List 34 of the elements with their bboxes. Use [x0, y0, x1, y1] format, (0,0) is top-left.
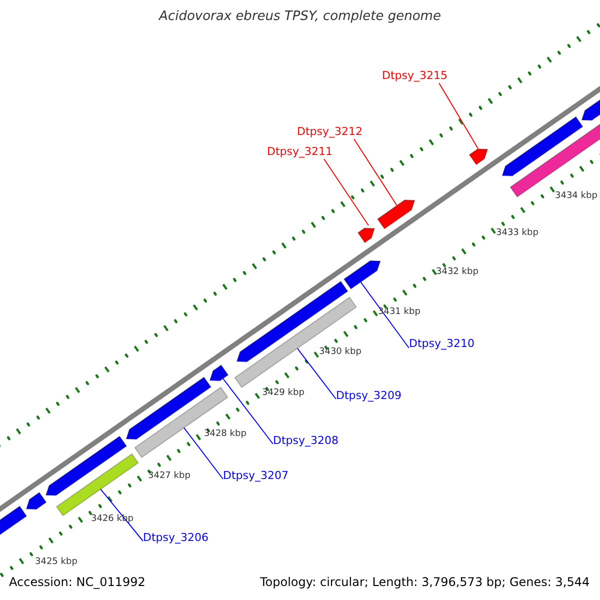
- gene-label: Dtpsy_3208: [273, 434, 339, 447]
- scale-label: 3432 kbp: [436, 266, 478, 279]
- gene-label: Dtpsy_3211: [267, 145, 333, 158]
- gene-label: Dtpsy_3210: [409, 337, 475, 350]
- gene-label: Dtpsy_3215: [382, 69, 448, 82]
- gene-label: Dtpsy_3207: [223, 469, 289, 482]
- leader-line: [360, 282, 410, 348]
- scale-label: 3430 kbp: [319, 346, 362, 359]
- leader-line: [222, 378, 274, 444]
- scale-label: 3427 kbp: [148, 470, 190, 483]
- footer-text: Accession: NC_011992: [9, 574, 146, 590]
- leader-line: [354, 138, 398, 206]
- scale-label: 3433 kbp: [496, 227, 538, 240]
- gene-bar: [134, 386, 228, 458]
- gene-block: [376, 200, 416, 230]
- gene-block: [357, 228, 376, 244]
- gene-block: [502, 116, 584, 176]
- gene-block: [209, 364, 229, 382]
- gene-label: Dtpsy_3209: [336, 389, 402, 402]
- leader-line: [324, 158, 369, 226]
- scale-label: 3425 kbp: [35, 556, 78, 569]
- scale-label: 3429 kbp: [262, 387, 304, 400]
- scale-label: 3428 kbp: [204, 428, 246, 441]
- gene-block: [26, 492, 47, 510]
- gene-label: Dtpsy_3212: [297, 125, 363, 138]
- gene-label: Dtpsy_3206: [143, 531, 209, 544]
- scale-label: 3434 kbp: [555, 190, 598, 203]
- title: Acidovorax ebreus TPSY, complete genome: [158, 10, 442, 23]
- gene-block: [343, 260, 381, 290]
- leader-line: [296, 348, 336, 400]
- gene-block: [468, 148, 488, 166]
- leader-line: [438, 82, 479, 150]
- footer-text: Topology: circular; Length: 3,796,573 bp; Genes: 3,544: [260, 574, 590, 590]
- gene-block: [45, 436, 128, 496]
